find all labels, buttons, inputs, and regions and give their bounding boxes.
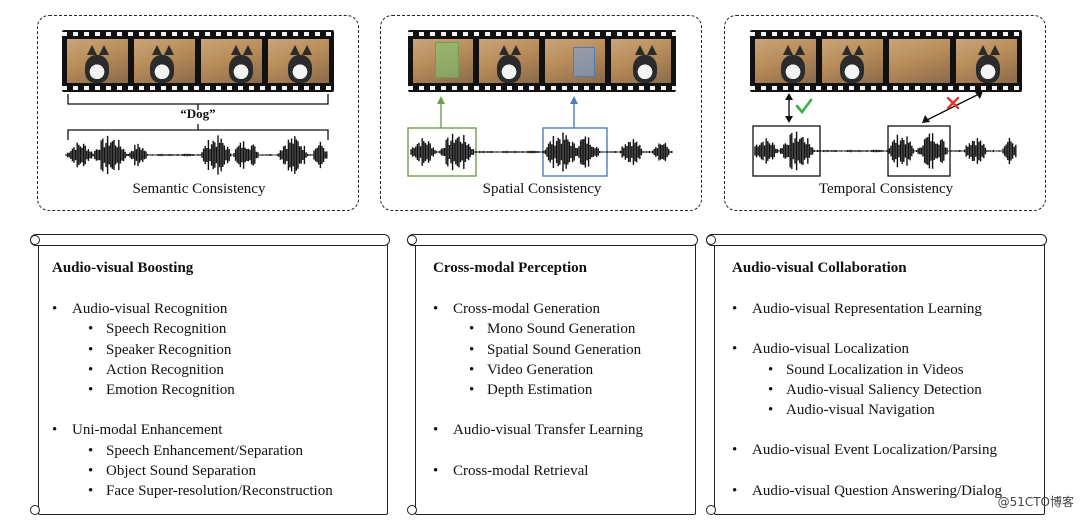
card-title: Audio-visual Boosting (52, 260, 194, 276)
video-frame (201, 39, 262, 83)
list-item: Cross-modal Retrieval (433, 461, 643, 482)
waveform (754, 131, 1017, 171)
sub-list-item: Action Recognition (52, 360, 333, 381)
video-frame (67, 39, 128, 83)
blue-audio-box (542, 127, 608, 177)
card-list: Audio-visual RecognitionSpeech Recogniti… (52, 299, 333, 502)
card-title: Audio-visual Collaboration (732, 260, 907, 276)
video-frame (822, 39, 883, 83)
card-list: Audio-visual Representation LearningAudi… (732, 299, 1002, 501)
sub-list-item: Face Super-resolution/Reconstruction (52, 481, 333, 502)
list-item: Audio-visual Localization (732, 339, 1002, 360)
spatial-consistency-panel: Spatial Consistency (380, 15, 702, 211)
list-item: Audio-visual Question Answering/Dialog (732, 481, 1002, 502)
semantic-consistency-panel: “Dog” Semantic Consistency (37, 15, 359, 211)
sub-list-item: Object Sound Separation (52, 461, 333, 482)
waveform (65, 135, 328, 175)
sub-list-item: Speech Recognition (52, 319, 333, 340)
sub-list-item: Mono Sound Generation (433, 319, 643, 340)
list-item: Uni-modal Enhancement (52, 420, 333, 441)
list-item: Audio-visual Representation Learning (732, 299, 1002, 320)
video-frame (413, 39, 473, 83)
film-strip (62, 30, 334, 92)
sub-list-item: Video Generation (433, 360, 643, 381)
list-item: Cross-modal Generation (433, 299, 643, 320)
temporal-arrows (752, 91, 1017, 177)
blue-highlight-box (573, 47, 595, 77)
sub-list-item: Audio-visual Navigation (732, 400, 1002, 421)
video-frame (956, 39, 1017, 83)
sub-list-item: Audio-visual Saliency Detection (732, 380, 1002, 401)
check-icon (795, 98, 813, 115)
sub-list-item: Depth Estimation (433, 380, 643, 401)
sub-list-item: Emotion Recognition (52, 380, 333, 401)
waveform-trace (65, 135, 328, 175)
waveform-trace (410, 132, 673, 172)
green-highlight-box (435, 42, 459, 78)
video-frame (545, 39, 605, 83)
temporal-consistency-panel: Temporal Consistency (724, 15, 1046, 211)
list-item: Audio-visual Recognition (52, 299, 333, 320)
watermark: @51CTO博客 (997, 495, 1074, 509)
video-frame (268, 39, 329, 83)
waveform-trace (754, 131, 1017, 171)
video-frame (755, 39, 816, 83)
film-strip (750, 30, 1022, 92)
list-item: Audio-visual Transfer Learning (433, 420, 643, 441)
video-frame (134, 39, 195, 83)
dog-label: “Dog” (180, 106, 216, 121)
card-list: Cross-modal GenerationMono Sound Generat… (433, 299, 643, 481)
temporal-consistency-caption: Temporal Consistency (818, 181, 954, 197)
film-strip (408, 30, 676, 92)
spatial-arrows (407, 96, 673, 177)
video-frame (479, 39, 539, 83)
video-frame (889, 39, 950, 83)
spatial-consistency-caption: Spatial Consistency (482, 181, 602, 197)
semantic-consistency-caption: Semantic Consistency (132, 181, 266, 197)
video-frame (611, 39, 671, 83)
card-title: Cross-modal Perception (433, 260, 588, 276)
sub-list-item: Spatial Sound Generation (433, 340, 643, 361)
sub-list-item: Speech Enhancement/Separation (52, 441, 333, 462)
waveform (410, 132, 673, 172)
sub-list-item: Speaker Recognition (52, 340, 333, 361)
list-item: Audio-visual Event Localization/Parsing (732, 440, 1002, 461)
cross-icon (946, 96, 960, 110)
semantic-brackets (65, 94, 329, 175)
sub-list-item: Sound Localization in Videos (732, 360, 1002, 381)
